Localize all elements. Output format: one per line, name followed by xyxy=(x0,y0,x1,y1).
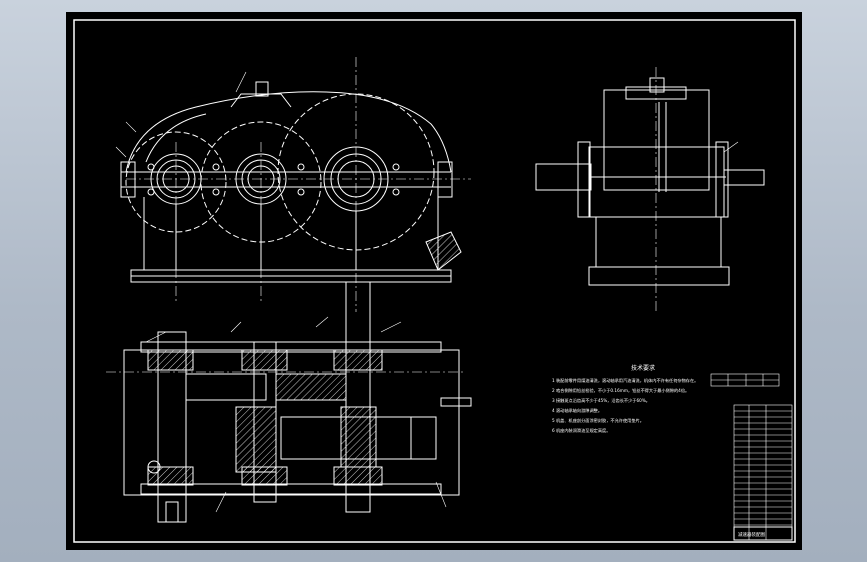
drawing-viewport[interactable]: 技术要求 1 装配前零件用煤油清洗，滚动轴承用汽油清洗，机体内不许有任何杂物存在… xyxy=(66,12,802,550)
note-line-5: 5 机盖、机座剖分面涂密封胶，不允许使用垫片。 xyxy=(552,417,644,424)
note-line-3: 3 接触斑点沿齿高不少于45%，沿齿长不少于60%。 xyxy=(552,397,650,404)
note-line-2: 2 啮合侧隙用铅丝检验，不小于0.16mm，铅丝不得大于最小侧隙的4倍。 xyxy=(552,387,689,394)
note-line-6: 6 机座内装润滑油至规定高度。 xyxy=(552,427,610,434)
title-block: 减速器装配图 xyxy=(733,404,793,541)
front-view xyxy=(115,57,471,312)
title-block-label: 减速器装配图 xyxy=(738,531,765,538)
drawing-frame xyxy=(73,19,796,543)
note-line-1: 1 装配前零件用煤油清洗，滚动轴承用汽油清洗，机体内不许有任何杂物存在。 xyxy=(552,377,698,384)
parameter-table xyxy=(710,373,780,387)
technical-notes: 技术要求 1 装配前零件用煤油清洗，滚动轴承用汽油清洗，机体内不许有任何杂物存在… xyxy=(552,364,698,434)
plan-view xyxy=(106,281,472,523)
cad-drawing: 技术要求 1 装配前零件用煤油清洗，滚动轴承用汽油清洗，机体内不许有任何杂物存在… xyxy=(73,19,796,543)
side-view xyxy=(535,67,765,312)
note-line-4: 4 滚动轴承轴向游隙调整。 xyxy=(552,407,602,414)
notes-title: 技术要求 xyxy=(631,364,655,372)
